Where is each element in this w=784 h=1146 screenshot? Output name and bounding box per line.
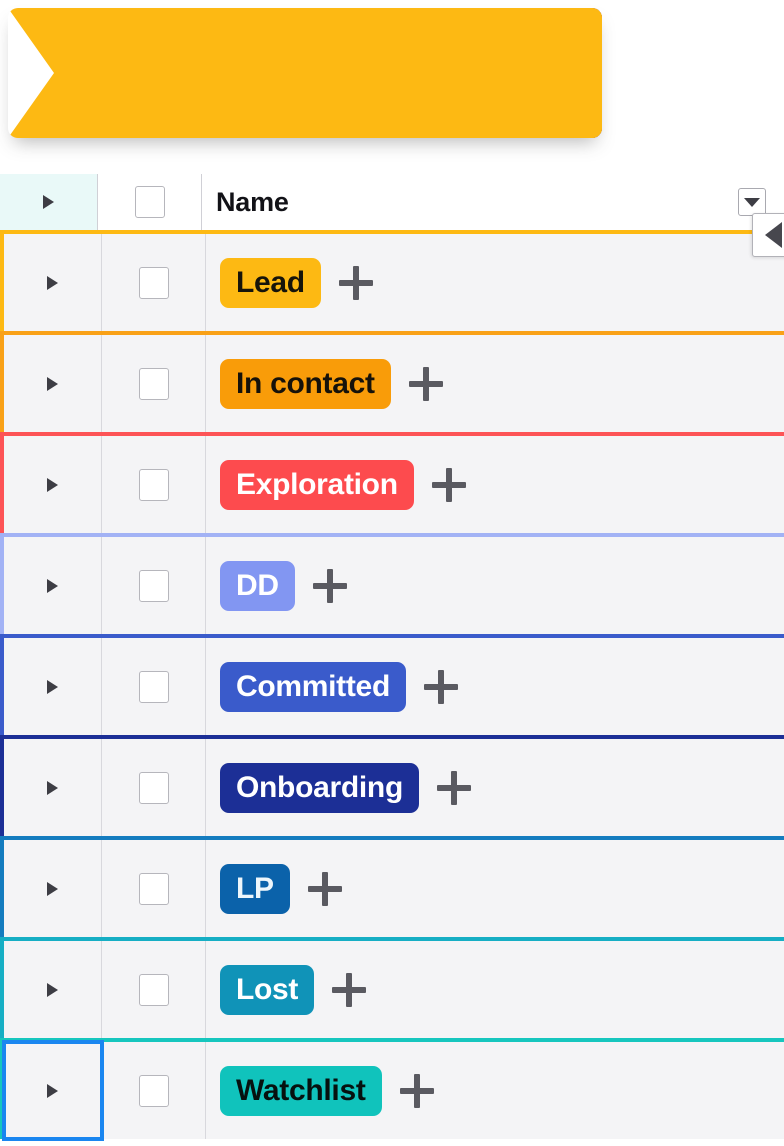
plus-icon[interactable] <box>332 972 367 1007</box>
table-row[interactable]: Lead <box>0 230 784 331</box>
row-expand-cell[interactable] <box>4 739 102 836</box>
plus-icon[interactable] <box>436 770 471 805</box>
stage-badge[interactable]: Lost <box>220 964 315 1015</box>
row-expand-cell[interactable] <box>4 335 102 432</box>
triangle-right-icon <box>47 780 58 795</box>
header-expand-cell[interactable] <box>0 174 98 230</box>
triangle-right-icon <box>47 881 58 896</box>
plus-icon[interactable] <box>431 467 466 502</box>
row-expand-cell[interactable] <box>4 537 102 634</box>
stage-badge[interactable]: Watchlist <box>220 1065 382 1116</box>
table-row[interactable]: LP <box>0 836 784 937</box>
plus-icon[interactable] <box>312 568 347 603</box>
stage-badge[interactable]: Committed <box>220 661 406 712</box>
row-select-cell[interactable] <box>102 335 206 432</box>
row-checkbox[interactable] <box>138 670 169 703</box>
row-expand-cell[interactable] <box>4 638 102 735</box>
table-row[interactable]: Onboarding <box>0 735 784 836</box>
row-name-cell: Committed <box>206 638 784 735</box>
pipeline-chevron-banner <box>8 8 602 138</box>
row-checkbox[interactable] <box>138 569 169 602</box>
row-checkbox[interactable] <box>138 367 169 400</box>
table-header-row: Name <box>0 174 784 230</box>
triangle-right-icon <box>47 275 58 290</box>
stage-badge[interactable]: LP <box>220 863 290 914</box>
plus-icon[interactable] <box>423 669 458 704</box>
table-row[interactable]: DD <box>0 533 784 634</box>
triangle-right-icon <box>47 679 58 694</box>
row-name-cell: Lost <box>206 941 784 1038</box>
row-name-cell: LP <box>206 840 784 937</box>
row-expand-cell[interactable] <box>4 234 102 331</box>
panel-collapse-button[interactable] <box>752 213 784 257</box>
triangle-right-icon <box>47 477 58 492</box>
row-checkbox[interactable] <box>138 973 169 1006</box>
row-name-cell: Watchlist <box>206 1042 784 1139</box>
row-checkbox[interactable] <box>138 266 169 299</box>
triangle-right-icon <box>47 578 58 593</box>
row-select-cell[interactable] <box>102 840 206 937</box>
row-select-cell[interactable] <box>102 234 206 331</box>
row-select-cell[interactable] <box>102 739 206 836</box>
header-select-all-cell[interactable] <box>98 174 202 230</box>
row-select-cell[interactable] <box>102 638 206 735</box>
name-column-header: Name <box>216 186 289 217</box>
stage-badge[interactable]: Onboarding <box>220 762 419 813</box>
triangle-right-icon <box>43 195 54 209</box>
caret-left-icon <box>764 222 782 248</box>
plus-icon[interactable] <box>399 1073 434 1108</box>
row-expand-cell[interactable] <box>2 1040 104 1141</box>
header-name-cell: Name <box>202 174 784 230</box>
table-row[interactable]: Watchlist <box>0 1038 784 1141</box>
table-row[interactable]: Lost <box>0 937 784 1038</box>
row-checkbox[interactable] <box>138 872 169 905</box>
row-expand-cell[interactable] <box>4 436 102 533</box>
row-expand-cell[interactable] <box>4 941 102 1038</box>
row-checkbox[interactable] <box>138 1074 169 1107</box>
stage-badge[interactable]: DD <box>220 560 295 611</box>
row-name-cell: DD <box>206 537 784 634</box>
row-name-cell: Onboarding <box>206 739 784 836</box>
triangle-right-icon <box>47 982 58 997</box>
plus-icon[interactable] <box>408 366 443 401</box>
table-row[interactable]: Committed <box>0 634 784 735</box>
row-name-cell: Exploration <box>206 436 784 533</box>
table-row[interactable]: Exploration <box>0 432 784 533</box>
caret-down-icon <box>744 197 760 207</box>
triangle-right-icon <box>47 1083 58 1098</box>
chevron-1 <box>8 8 602 138</box>
stage-badge[interactable]: In contact <box>220 358 391 409</box>
select-all-checkbox[interactable] <box>134 186 165 218</box>
stage-badge[interactable]: Exploration <box>220 459 414 510</box>
plus-icon[interactable] <box>338 265 373 300</box>
row-checkbox[interactable] <box>138 771 169 804</box>
triangle-right-icon <box>47 376 58 391</box>
row-expand-cell[interactable] <box>4 840 102 937</box>
row-select-cell[interactable] <box>102 941 206 1038</box>
chevron-arrows <box>8 8 602 138</box>
plus-icon[interactable] <box>307 871 342 906</box>
stage-badge[interactable]: Lead <box>220 257 321 308</box>
row-checkbox[interactable] <box>138 468 169 501</box>
name-column-dropdown-button[interactable] <box>738 188 766 216</box>
table-row[interactable]: In contact <box>0 331 784 432</box>
row-name-cell: Lead <box>206 234 784 331</box>
row-select-cell[interactable] <box>102 436 206 533</box>
row-select-cell[interactable] <box>102 537 206 634</box>
banner-container <box>8 8 602 138</box>
row-name-cell: In contact <box>206 335 784 432</box>
row-select-cell[interactable] <box>102 1042 206 1139</box>
